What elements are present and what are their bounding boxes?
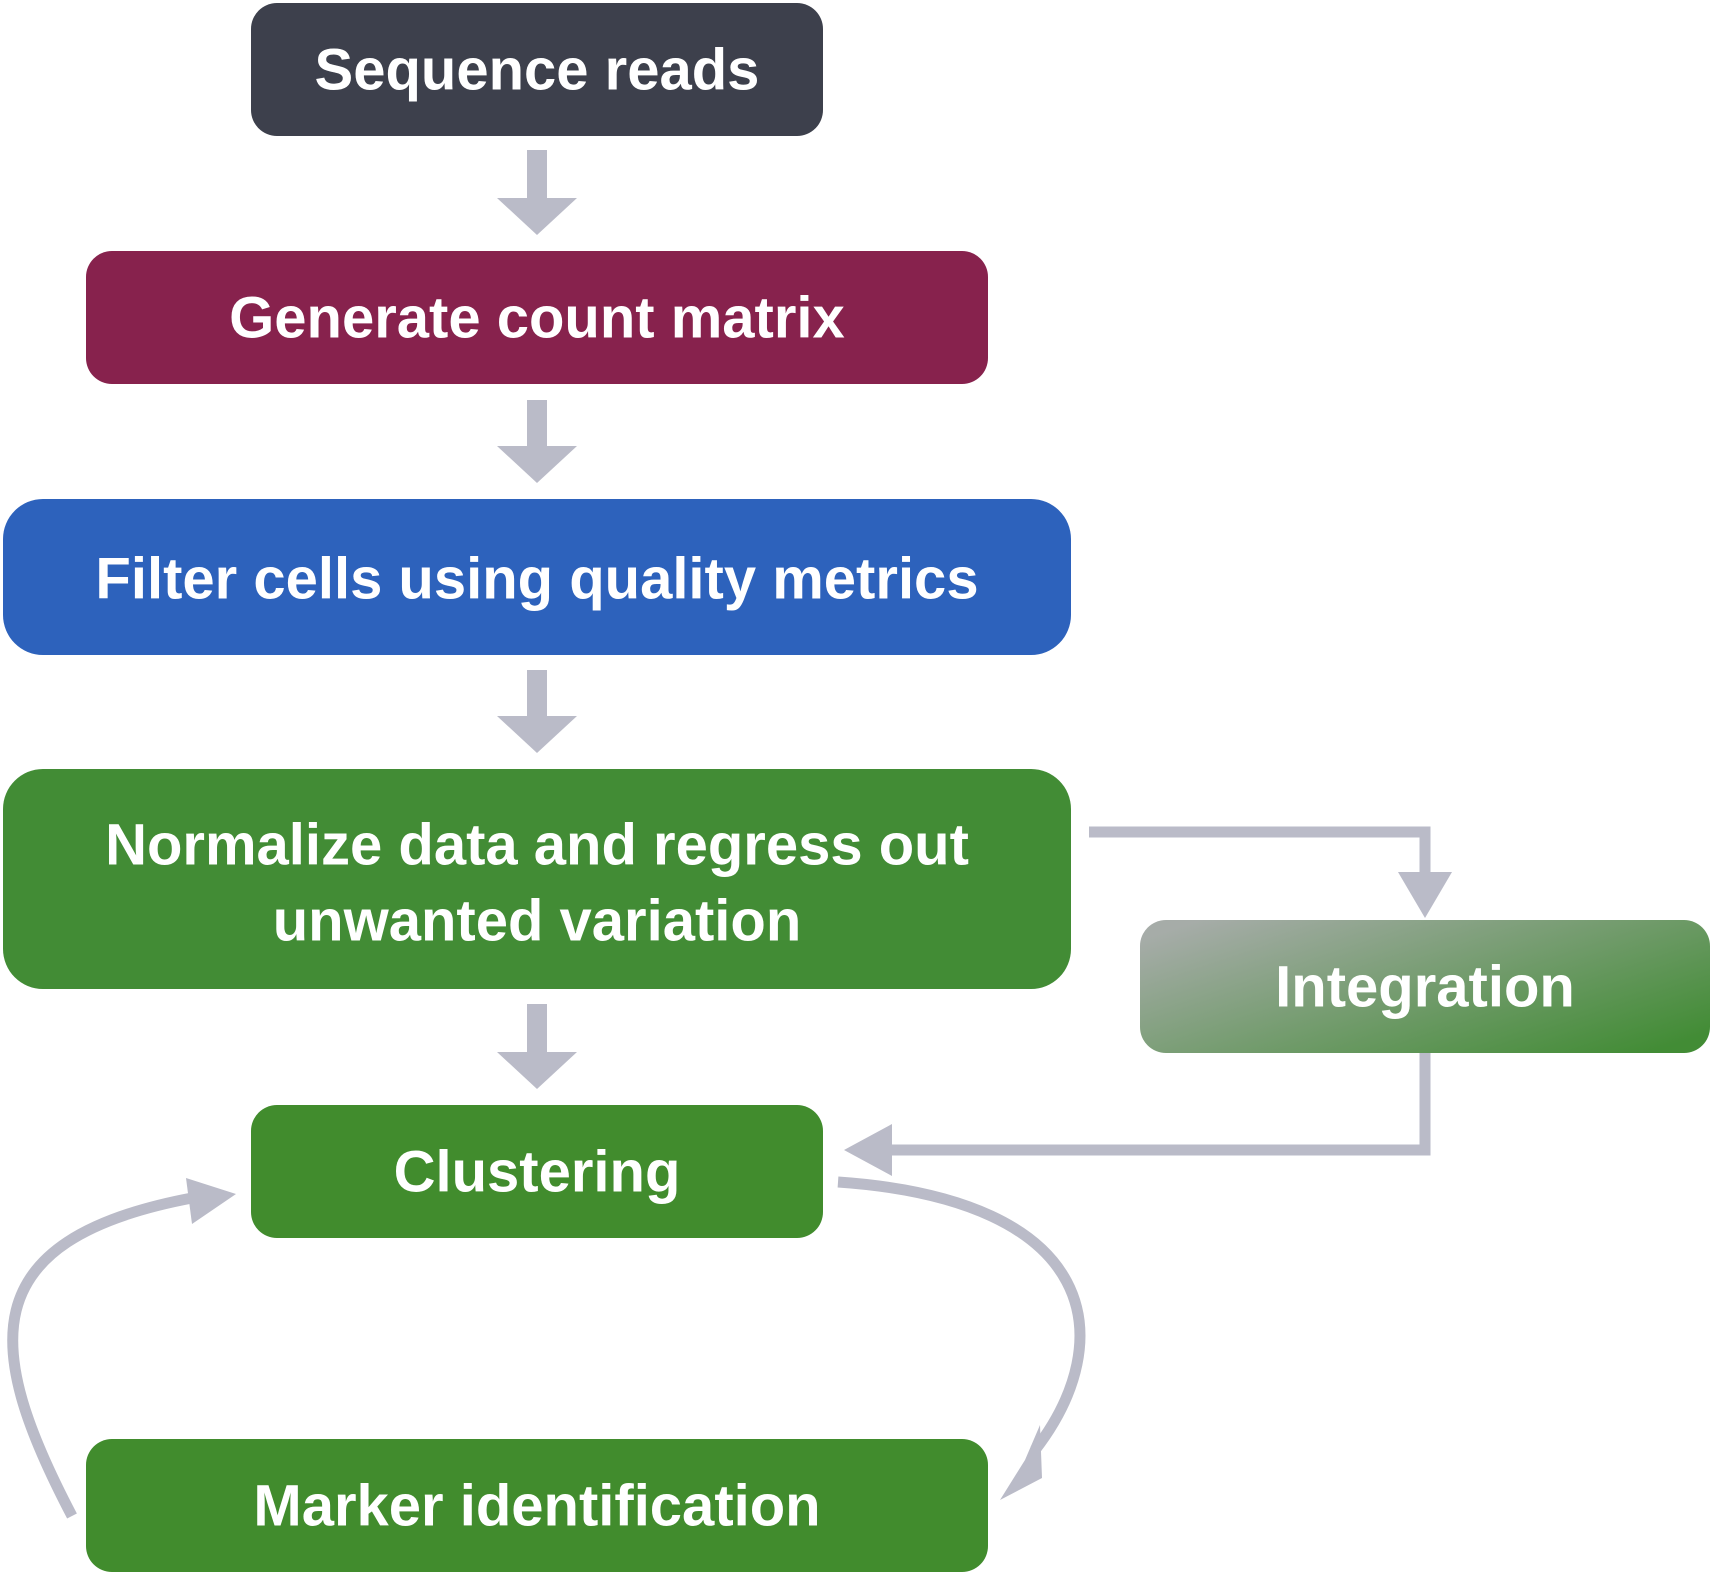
normalize-label-line1: Normalize data and regress out bbox=[105, 813, 969, 878]
normalize-box bbox=[3, 769, 1071, 989]
integration-label: Integration bbox=[1275, 955, 1575, 1020]
sequence-reads-label: Sequence reads bbox=[315, 38, 760, 103]
node-sequence-reads: Sequence reads bbox=[251, 3, 823, 136]
marker-identification-label: Marker identification bbox=[253, 1474, 820, 1539]
arrow-matrix-to-filter bbox=[497, 400, 577, 483]
connector-integration-to-clustering bbox=[844, 1053, 1431, 1176]
arrow-normalize-to-clustering bbox=[497, 1004, 577, 1089]
filter-cells-label: Filter cells using quality metrics bbox=[95, 547, 978, 612]
connector-normalize-to-integration bbox=[1089, 826, 1452, 918]
node-filter-cells: Filter cells using quality metrics bbox=[3, 499, 1071, 655]
marker-identification-box bbox=[86, 1439, 988, 1572]
normalize-label-line2: unwanted variation bbox=[273, 889, 802, 954]
loop-arrow-clustering-to-marker bbox=[837, 1176, 1086, 1500]
loop-arrow-marker-to-clustering bbox=[7, 1178, 236, 1519]
node-marker-identification: Marker identification bbox=[86, 1439, 988, 1572]
generate-count-matrix-label: Generate count matrix bbox=[229, 286, 845, 351]
generate-count-matrix-box bbox=[86, 251, 988, 384]
node-normalize: Normalize data and regress out unwanted … bbox=[3, 769, 1071, 989]
node-generate-count-matrix: Generate count matrix bbox=[86, 251, 988, 384]
integration-box bbox=[1140, 920, 1710, 1053]
filter-cells-box bbox=[3, 499, 1071, 655]
arrow-reads-to-matrix bbox=[497, 150, 577, 235]
clustering-box bbox=[251, 1105, 823, 1238]
arrow-filter-to-normalize bbox=[497, 670, 577, 753]
node-clustering: Clustering bbox=[251, 1105, 823, 1238]
node-integration: Integration bbox=[1140, 920, 1710, 1053]
sequence-reads-box bbox=[251, 3, 823, 136]
clustering-label: Clustering bbox=[394, 1140, 681, 1205]
